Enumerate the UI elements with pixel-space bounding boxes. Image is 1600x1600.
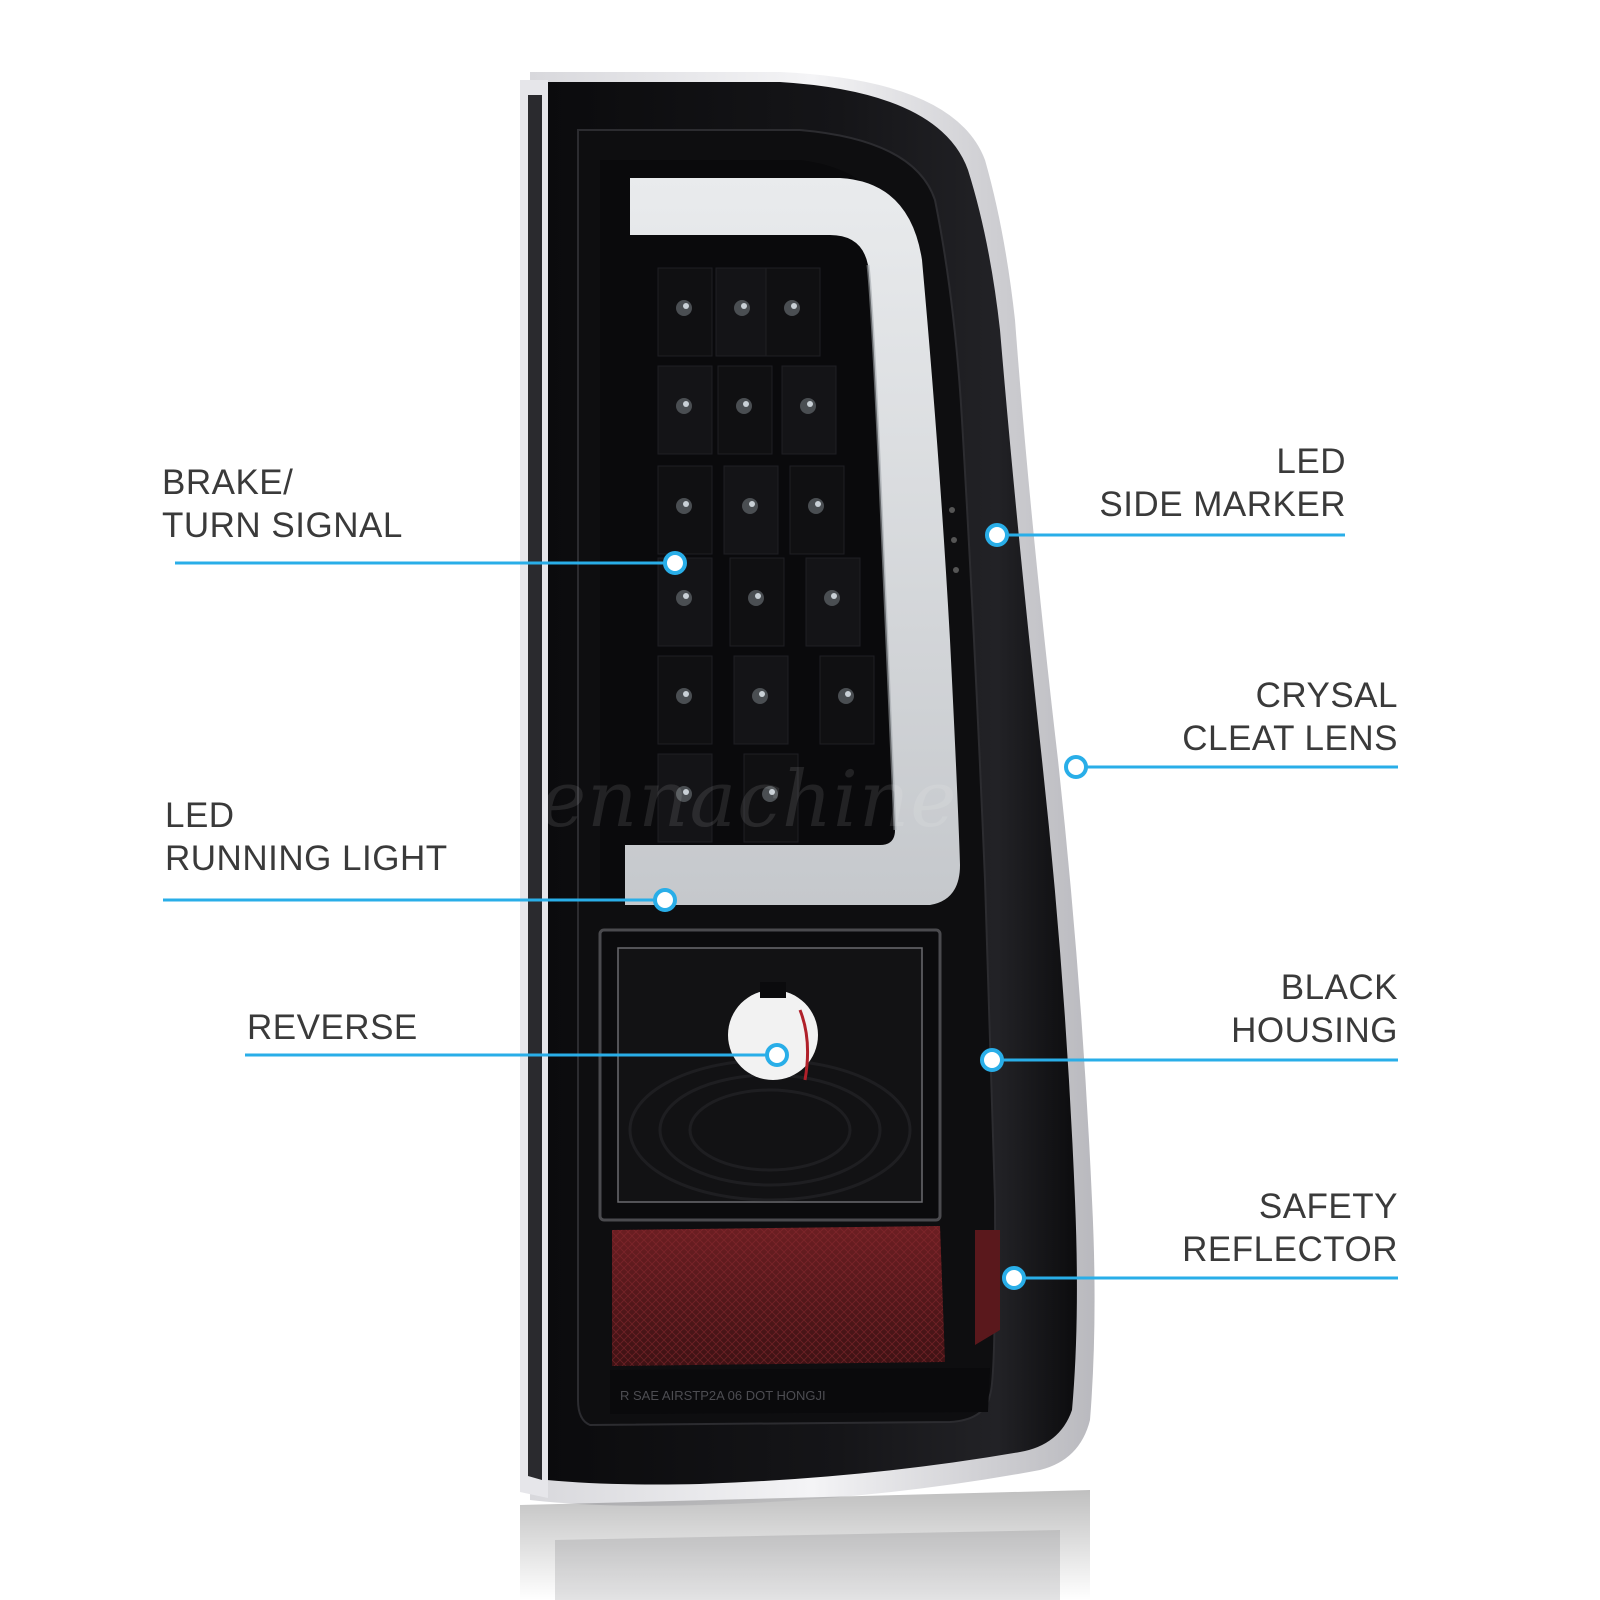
callout-brake-turn-signal xyxy=(175,551,687,575)
brake-led xyxy=(715,267,771,357)
callout-led-side-marker xyxy=(985,523,1345,547)
brake-led xyxy=(743,753,799,843)
label-led-side-marker: LED SIDE MARKER xyxy=(1099,442,1346,524)
label-crystal-clear-lens: CRYSAL CLEAT LENS xyxy=(1182,676,1398,758)
brake-led xyxy=(819,655,875,745)
brake-led xyxy=(657,465,713,555)
label-brake-turn-signal: BRAKE/ TURN SIGNAL xyxy=(162,463,403,545)
callout-led-running-light xyxy=(163,888,677,912)
brake-led xyxy=(805,557,861,647)
brake-led xyxy=(657,557,713,647)
brake-led xyxy=(657,365,713,455)
side-marker-leds xyxy=(949,507,959,573)
label-black-housing: BLACK HOUSING xyxy=(1231,968,1398,1050)
brake-led xyxy=(789,465,845,555)
reverse-bulb-socket xyxy=(728,982,818,1081)
callout-safety-reflector xyxy=(1002,1266,1398,1290)
brake-led xyxy=(717,365,773,455)
brake-led xyxy=(657,267,713,357)
brake-led xyxy=(657,753,713,843)
brake-led xyxy=(729,557,785,647)
side-reflector xyxy=(975,1230,1000,1345)
brake-led xyxy=(765,267,821,357)
floor-reflection xyxy=(520,1490,1090,1600)
lens-marking: R SAE AIRSTP2A 06 DOT HONGJI xyxy=(620,1388,826,1403)
brake-led xyxy=(723,465,779,555)
brake-led-grid xyxy=(657,267,875,843)
callout-reverse xyxy=(245,1043,789,1067)
brake-led xyxy=(781,365,837,455)
callout-black-housing xyxy=(980,1048,1398,1072)
brake-led xyxy=(657,655,713,745)
label-led-running-light: LED RUNNING LIGHT xyxy=(165,796,448,878)
led-light-bar xyxy=(625,178,960,905)
callout-crystal-clear-lens xyxy=(1064,755,1398,779)
label-reverse: REVERSE xyxy=(247,1008,418,1047)
brake-led xyxy=(733,655,789,745)
label-safety-reflector: SAFETY REFLECTOR xyxy=(1182,1187,1398,1269)
watermark: ennachine xyxy=(540,755,958,845)
callout-lines xyxy=(163,523,1398,1290)
